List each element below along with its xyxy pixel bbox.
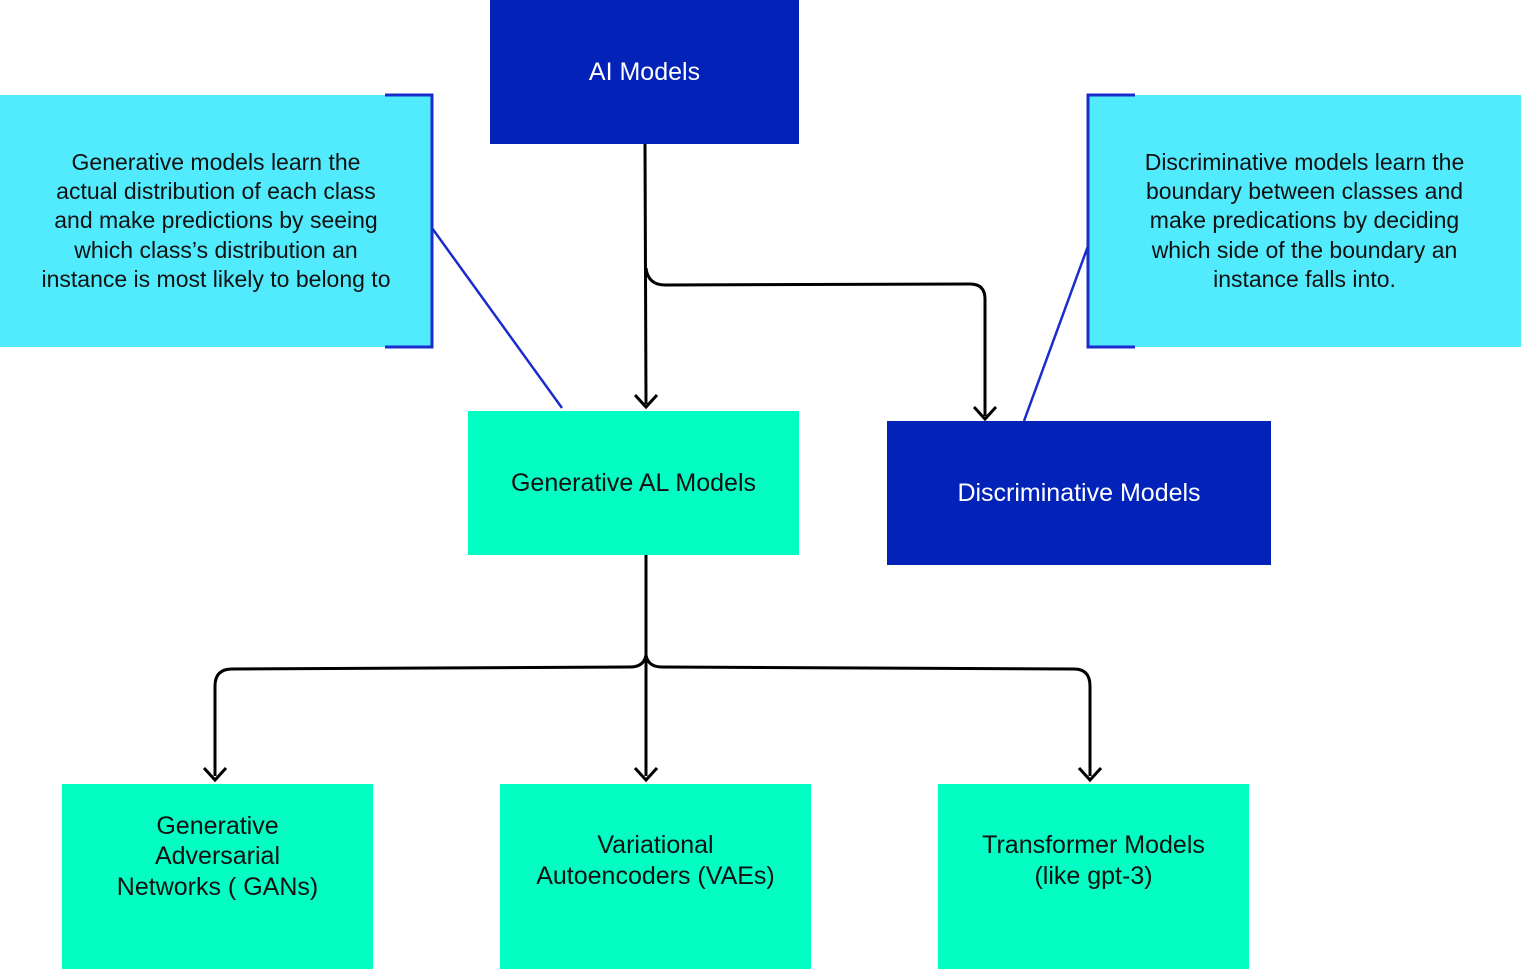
discriminative-note-connector	[1022, 245, 1090, 422]
discriminative-note: Discriminative models learn the boundary…	[1088, 95, 1521, 347]
arrowhead-discriminative-icon	[972, 405, 998, 422]
arrowhead-transformers-icon	[1077, 766, 1103, 783]
ai-models-node: AI Models	[490, 0, 799, 144]
discriminative-models-node: Discriminative Models	[887, 421, 1271, 565]
discriminative-note-text: Discriminative models learn the boundary…	[1144, 148, 1465, 292]
arrowhead-vaes-icon	[633, 766, 659, 783]
arrowhead-generative-icon	[633, 393, 659, 410]
discriminative-models-label: Discriminative Models	[957, 478, 1201, 507]
generative-note: Generative models learn the actual distr…	[0, 95, 432, 347]
vaes-label: Variational Autoencoders (VAEs)	[536, 831, 775, 890]
generative-models-node: Generative AL Models	[468, 411, 799, 555]
generative-models-label: Generative AL Models	[510, 468, 757, 497]
vaes-node: Variational Autoencoders (VAEs)	[500, 784, 811, 969]
transformers-node: Transformer Models (like gpt-3)	[938, 784, 1249, 969]
ai-models-label: AI Models	[588, 57, 701, 86]
generative-note-connector	[430, 227, 564, 409]
arrow-generative-to-gans	[213, 654, 648, 776]
gans-label: Generative Adversarial Networks ( GANs)	[116, 811, 319, 901]
gans-node: Generative Adversarial Networks ( GANs)	[62, 784, 373, 969]
arrow-generative-to-transformers	[644, 654, 1092, 776]
arrowhead-gans-icon	[202, 766, 228, 783]
generative-note-text: Generative models learn the actual distr…	[41, 148, 391, 292]
arrow-root-to-discriminative	[644, 267, 987, 416]
arrow-root-to-generative	[643, 143, 648, 405]
transformers-label: Transformer Models (like gpt-3)	[982, 831, 1205, 890]
